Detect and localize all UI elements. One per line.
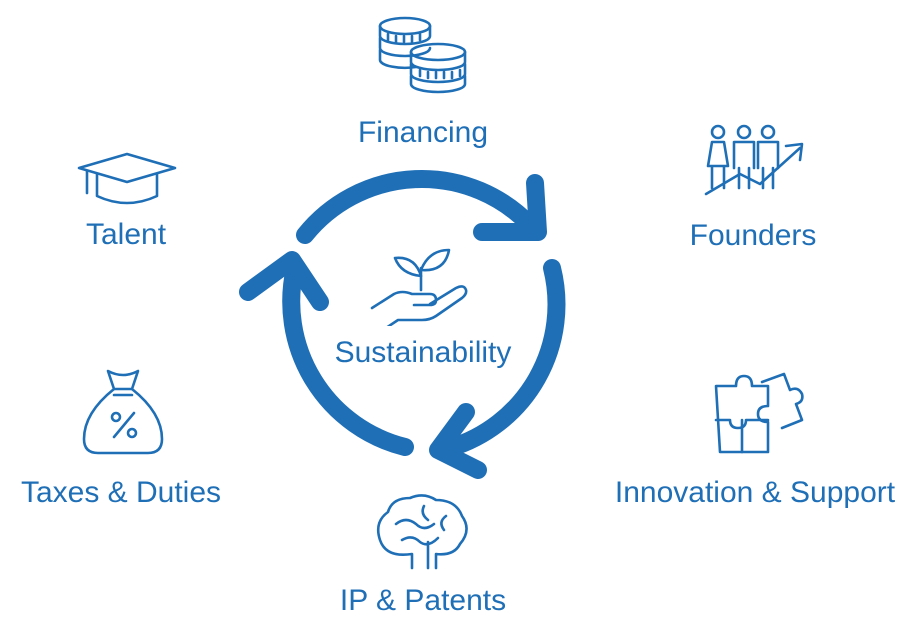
center-label: Sustainability <box>334 336 512 369</box>
hand-with-plant-icon <box>370 248 468 326</box>
node-label-ip: IP & Patents <box>339 584 507 617</box>
graduation-cap-icon <box>77 152 177 205</box>
node-label-innovation: Innovation & Support <box>614 476 896 509</box>
puzzle-pieces-icon <box>714 372 804 454</box>
people-growth-arrow-icon <box>704 124 804 196</box>
node-label-taxes: Taxes & Duties <box>20 476 222 509</box>
node-label-founders: Founders <box>689 219 817 252</box>
brain-icon <box>376 494 468 570</box>
percent-money-bag-icon <box>82 369 164 455</box>
coins-stack-icon <box>378 16 467 94</box>
node-label-financing: Financing <box>357 116 489 149</box>
node-label-talent: Talent <box>85 218 167 251</box>
cycle-arrow-left <box>282 259 414 456</box>
cycle-arrow-top <box>296 170 539 244</box>
cycle-arrow-right <box>441 259 566 457</box>
